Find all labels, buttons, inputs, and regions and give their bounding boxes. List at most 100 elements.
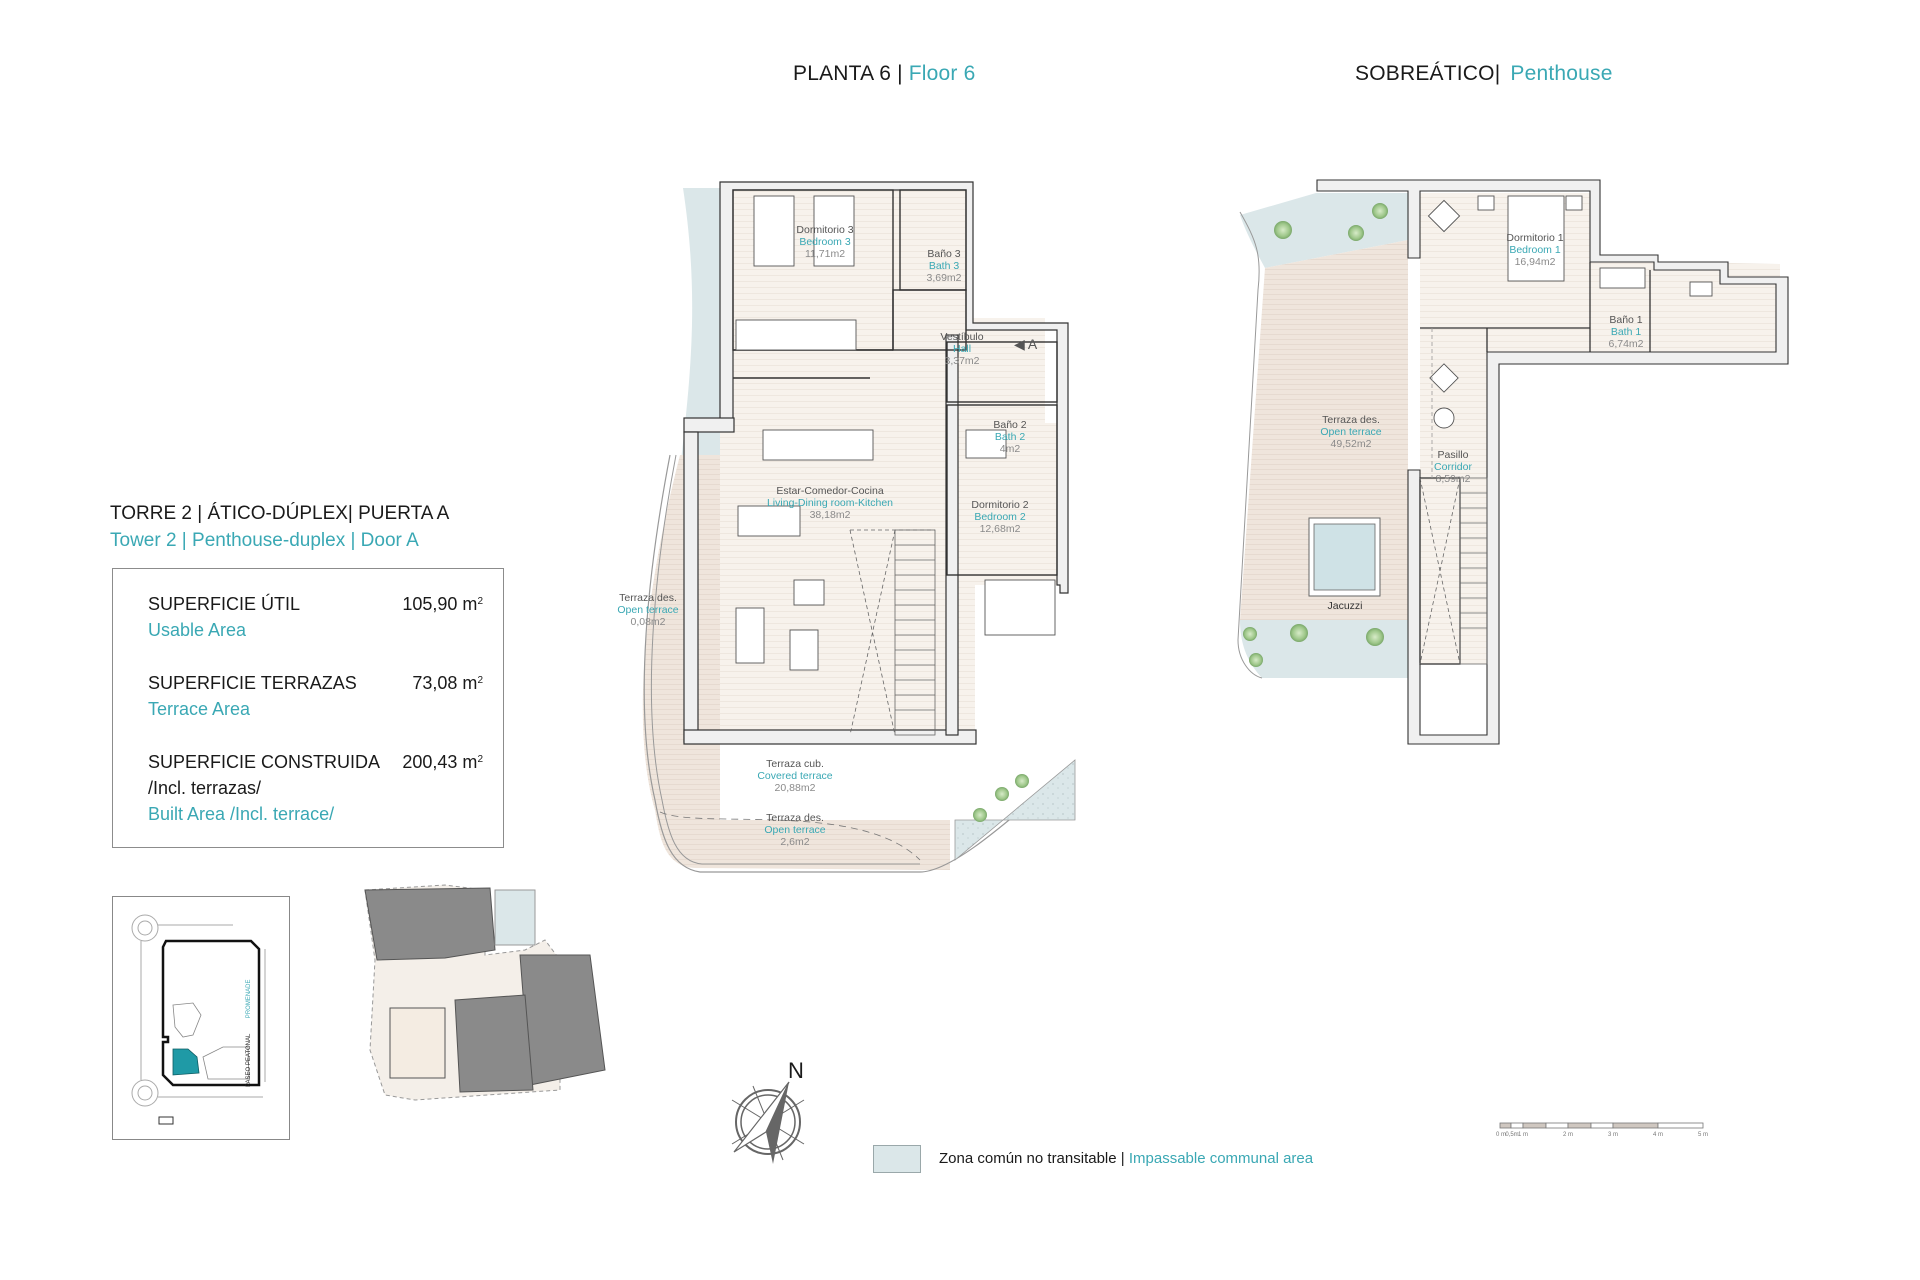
- unit-highlight: [389, 1007, 446, 1079]
- legend-text-es: Zona común no transitable: [939, 1150, 1117, 1167]
- room-label-jacuzzi: Jacuzzi: [1327, 600, 1362, 612]
- room-name-en: Hall: [952, 343, 972, 355]
- unit-title-es: TORRE 2 | ÁTICO-DÚPLEX| PUERTA A: [110, 503, 450, 524]
- legend-communal-area: Zona común no transitable | Impassable c…: [939, 1150, 1313, 1167]
- room-label-bath-2: Baño 2 Bath 2 4m2: [993, 419, 1026, 455]
- room-label-open-terrace-side: Terraza des. Open terrace 0,08m2: [617, 592, 678, 628]
- area-value-text: 105,90 m: [402, 594, 478, 614]
- planter-area: [954, 759, 1076, 861]
- tree-icon: [1243, 627, 1257, 641]
- room-label-bath-3: Baño 3 Bath 3 3,69m2: [926, 248, 961, 284]
- area-label-es: SUPERFICIE TERRAZAS: [148, 673, 357, 693]
- scale-label: 5 m: [1697, 1132, 1709, 1138]
- area-value: 200,43 m2: [402, 749, 483, 775]
- room-name-es: Dormitorio 3: [796, 224, 854, 236]
- dining-table-icon: [737, 505, 801, 537]
- floor6-title-es: PLANTA 6: [793, 62, 892, 85]
- room-name-es: Pasillo: [1437, 449, 1469, 461]
- area-label-en: Terrace Area: [148, 699, 251, 719]
- tree-icon: [995, 787, 1009, 801]
- room-label-bedroom-2: Dormitorio 2 Bedroom 2 12,68m2: [971, 499, 1028, 535]
- title-separator: |: [1494, 62, 1501, 85]
- area-value-text: 73,08 m: [412, 673, 478, 693]
- room-label-hall: Vestíbulo Hall 3,37m2: [940, 331, 983, 367]
- area-label-es: SUPERFICIE CONSTRUIDA: [148, 752, 381, 772]
- tree-icon: [1372, 203, 1388, 219]
- room-label-bath-1: Baño 1 Bath 1 6,74m2: [1608, 314, 1643, 350]
- scale-label: 4 m: [1652, 1132, 1664, 1138]
- stairs: [849, 529, 936, 736]
- bed-icon: [1507, 195, 1565, 282]
- area-value: 73,08 m2: [412, 670, 483, 696]
- room-name-en: Bedroom 3: [799, 236, 851, 248]
- floor6-title-en: Floor 6: [908, 62, 976, 85]
- room-name-es: Dormitorio 1: [1506, 232, 1564, 244]
- sofa-icon: [735, 607, 765, 664]
- site-location-map: PASEO PEATONAL PROMENADE: [112, 896, 290, 1140]
- room-name-en: Bath 2: [994, 431, 1026, 443]
- room-name-es: Terraza des.: [766, 812, 824, 824]
- legend-text-en: Impassable communal area: [1128, 1150, 1314, 1167]
- room-area: 49,52m2: [1330, 438, 1372, 450]
- room-name-en: Bath 3: [928, 260, 960, 272]
- room-label-open-terrace-front: Terraza des. Open terrace 2,6m2: [764, 812, 825, 848]
- room-name-es: Baño 2: [993, 419, 1027, 431]
- area-summary-box: SUPERFICIE ÚTIL Usable Area 105,90 m 2 SU…: [112, 568, 504, 848]
- site-map-drawing: [131, 914, 266, 1125]
- room-name-en: Bedroom 2: [974, 511, 1026, 523]
- coffee-table-icon: [789, 629, 819, 671]
- penthouse-title-en: Penthouse: [1510, 62, 1613, 85]
- side-table-icon: [1433, 407, 1455, 429]
- room-area: 38,18m2: [809, 509, 851, 521]
- tree-icon: [1274, 221, 1292, 239]
- area-label-en: Usable Area: [148, 620, 247, 640]
- room-name-es: Baño 3: [927, 248, 961, 260]
- area-label-es-note: /Incl. terrazas/: [148, 778, 262, 798]
- communal-area: [680, 188, 720, 470]
- tree-icon: [1249, 653, 1263, 667]
- tree-icon: [1366, 628, 1384, 646]
- room-name-en: Living-Dining room-Kitchen: [766, 497, 894, 509]
- scale-label: 1 m: [1517, 1132, 1529, 1138]
- street-name-en: PROMENADE: [246, 979, 252, 1019]
- scale-label: 2 m: [1562, 1132, 1574, 1138]
- arrow-left-icon: ◀: [1014, 336, 1025, 352]
- terrace-area: [642, 455, 950, 870]
- area-unit-sup: 2: [477, 754, 483, 765]
- bed-icon: [813, 195, 855, 267]
- room-label-covered-terrace: Terraza cub. Covered terrace 20,88m2: [757, 758, 832, 794]
- room-name-en: Bedroom 1: [1509, 244, 1561, 256]
- room-name-es: Terraza cub.: [766, 758, 824, 770]
- compass-icon: [731, 1081, 805, 1164]
- room-label-bedroom-1: Dormitorio 1 Bedroom 1 16,94m2: [1506, 232, 1563, 268]
- room-name-en: Corridor: [1434, 461, 1472, 473]
- stairs: [1419, 328, 1488, 665]
- room-area: 2,6m2: [780, 836, 810, 848]
- room-name-es: Vestíbulo: [940, 331, 984, 343]
- room-label-living: Estar-Comedor-Cocina Living-Dining room-…: [767, 485, 893, 521]
- scale-label: 0 m: [1495, 1132, 1507, 1138]
- area-row-terrace: SUPERFICIE TERRAZAS Terrace Area 73,08 m…: [148, 670, 483, 722]
- communal-area: [1240, 620, 1408, 678]
- area-label-es: SUPERFICIE ÚTIL: [148, 594, 301, 614]
- communal-area-swatch: [873, 1145, 921, 1173]
- bathtub-icon: [965, 429, 1007, 459]
- armchair-icon: [793, 579, 825, 606]
- room-area: 3,69m2: [926, 272, 962, 284]
- tree-icon: [1015, 774, 1029, 788]
- kitchen-counter: [762, 429, 874, 461]
- room-name-es: Baño 1: [1609, 314, 1643, 326]
- unit-title: TORRE 2 | ÁTICO-DÚPLEX| PUERTA A Tower 2…: [110, 500, 449, 554]
- title-separator: |: [897, 62, 903, 85]
- legend-separator: |: [1116, 1150, 1129, 1167]
- room-area: 20,88m2: [774, 782, 816, 794]
- compass-north-label: N: [788, 1058, 804, 1083]
- penthouse-title-es: SOBREÁTICO: [1355, 62, 1495, 85]
- room-area: 4m2: [999, 443, 1021, 455]
- building-key-plan: [364, 884, 606, 1101]
- room-name-es: Terraza des.: [1322, 414, 1380, 426]
- area-label-en: Built Area /Incl. terrace/: [148, 804, 335, 824]
- scale-bar: [1499, 1122, 1704, 1129]
